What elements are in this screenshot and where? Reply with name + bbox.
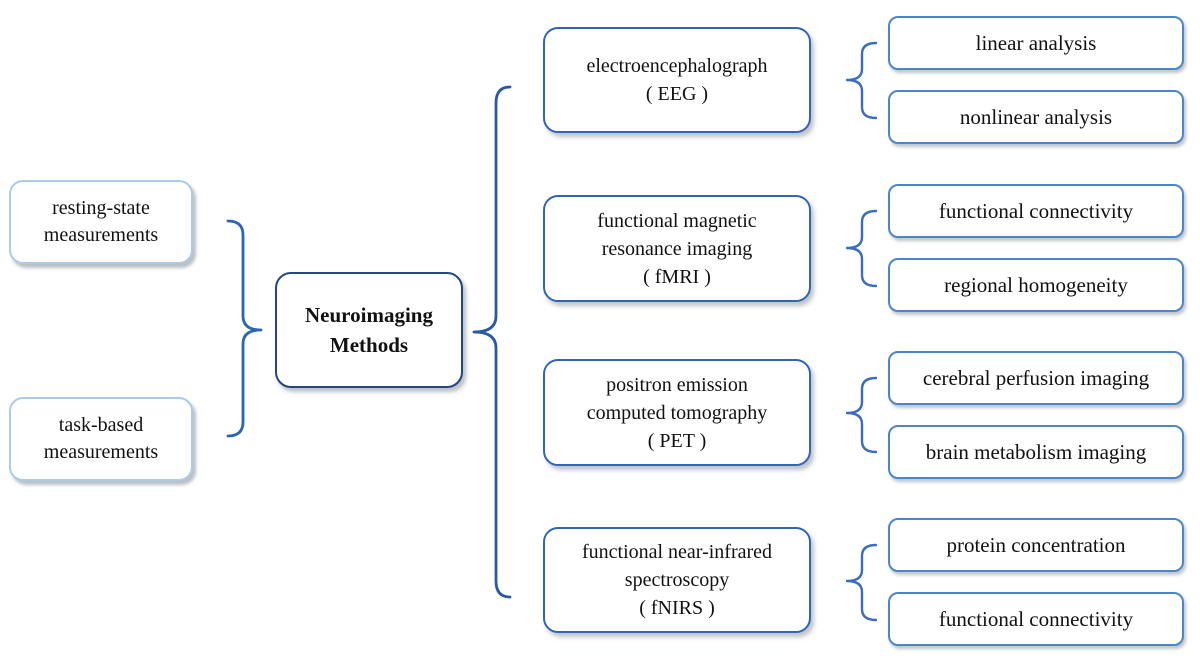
box-resting-state-measurements: resting-state measurements: [9, 180, 193, 264]
box-fmri-child-regional-homogeneity: regional homogeneity: [888, 258, 1184, 312]
pet-left-curly-brace-icon: [845, 376, 878, 454]
box-fmri-child-functional-connectivity: functional connectivity: [888, 184, 1184, 238]
box-fnirs-child-functional-connectivity: functional connectivity: [888, 592, 1184, 646]
box-eeg-child-linear-analysis: linear analysis: [888, 16, 1184, 70]
box-method-fmri: functional magnetic resonance imaging ( …: [543, 195, 811, 302]
fmri-left-curly-brace-icon: [845, 209, 878, 288]
box-pet-child-brain-metabolism-imaging: brain metabolism imaging: [888, 425, 1184, 479]
box-eeg-child-nonlinear-analysis: nonlinear analysis: [888, 90, 1184, 144]
box-method-fnirs: functional near-infrared spectroscopy ( …: [543, 527, 811, 633]
box-neuroimaging-methods-root: Neuroimaging Methods: [275, 272, 463, 388]
box-task-based-measurements: task-based measurements: [9, 397, 193, 481]
fnirs-left-curly-brace-icon: [845, 543, 878, 622]
eeg-left-curly-brace-icon: [845, 41, 878, 120]
box-pet-child-cerebral-perfusion-imaging: cerebral perfusion imaging: [888, 351, 1184, 405]
box-fnirs-child-protein-concentration: protein concentration: [888, 518, 1184, 572]
box-method-pet: positron emission computed tomography ( …: [543, 359, 811, 466]
root-left-curly-brace-icon: [472, 85, 512, 599]
input-right-curly-brace-icon: [226, 219, 263, 438]
box-method-eeg: electroencephalograph ( EEG ): [543, 27, 811, 133]
